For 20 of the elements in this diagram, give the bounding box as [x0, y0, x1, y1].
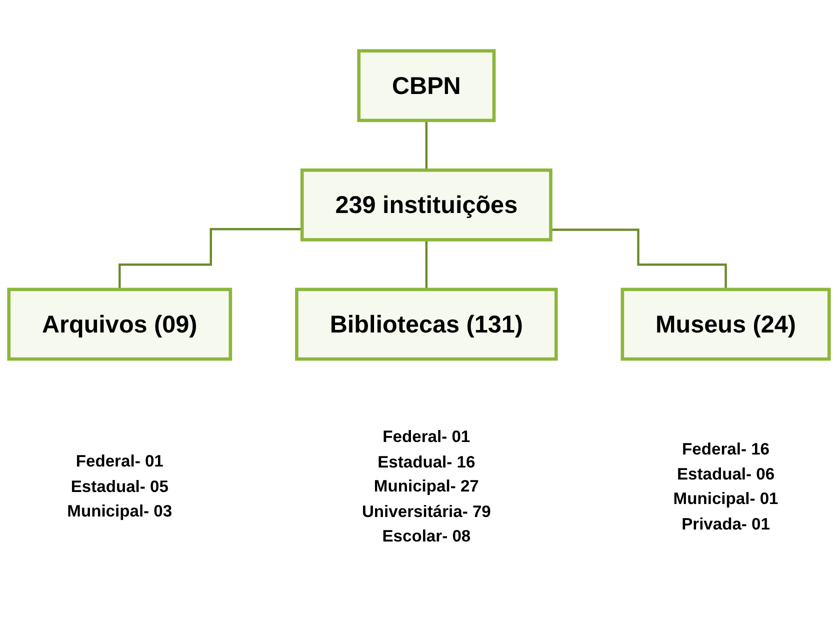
node-box — [7, 288, 232, 361]
org-chart: CBPN 239 instituições Arquivos (09) Bibliotecas (131) Museus (24) Federal- 01 Estadual- 05 Municipal- 03 Federal- 01 Estadual- 16 Municipal- 27 Universitária- 79 Escolar- 08 Federal- 16 Estadual- 06 Municipal- 01 Privada- 01 — [0, 42, 838, 575]
node-label: Privada- 01 — [682, 514, 770, 534]
node-label: Estadual- 16 — [378, 452, 476, 472]
node-box — [357, 49, 496, 122]
connector — [425, 119, 428, 172]
node-box — [300, 168, 552, 242]
node-label: Municipal- 27 — [374, 477, 479, 496]
node-box — [295, 288, 558, 361]
node-label: Federal- 01 — [382, 428, 470, 446]
node-label: Estadual- 06 — [676, 464, 775, 484]
node-label: Federal- 01 — [76, 452, 164, 472]
node-label: Municipal- 01 — [673, 490, 778, 508]
node-label: Municipal- 03 — [67, 502, 172, 521]
node-label: Universitária- 79 — [362, 502, 491, 521]
node-box — [620, 288, 831, 361]
connector — [425, 238, 428, 291]
node-label: Estadual- 05 — [70, 477, 168, 496]
node-label: Federal- 16 — [682, 440, 770, 459]
node-label: Escolar- 08 — [382, 526, 471, 546]
